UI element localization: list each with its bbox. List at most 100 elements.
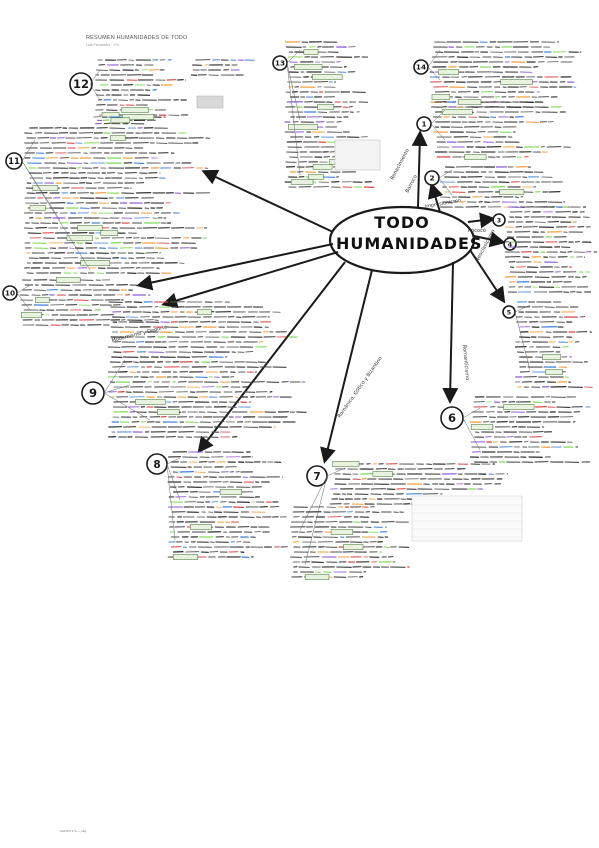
keyword-box: [372, 471, 393, 477]
branch-label: Impresionismo: [424, 198, 461, 210]
keyword-box: [100, 230, 119, 236]
keyword-box: [464, 154, 487, 160]
central-ellipse: [328, 205, 476, 275]
topic-node: 6: [440, 406, 464, 430]
keyword-box: [66, 235, 93, 241]
keyword-box: [190, 524, 212, 530]
connector-line: [430, 123, 446, 141]
connector-line: [304, 475, 328, 566]
topic-node: 3: [492, 213, 506, 227]
keyword-box: [293, 64, 323, 70]
branch-arrow: [320, 269, 373, 464]
connector-line: [103, 384, 131, 394]
topic-node: 12: [69, 72, 93, 96]
topic-node: 2: [424, 170, 440, 186]
topic-number: 14: [416, 63, 426, 72]
branch-label: Rococó: [468, 227, 486, 234]
keyword-box: [499, 189, 525, 195]
connector-line: [514, 311, 531, 371]
notes-cluster: [514, 301, 593, 388]
keyword-box: [290, 179, 314, 185]
keyword-box: [545, 369, 563, 375]
keyword-box: [288, 124, 318, 130]
keyword-box: [542, 354, 562, 360]
keyword-box: [219, 489, 242, 495]
branch-arrow: [442, 261, 459, 404]
topic-number: 4: [508, 241, 513, 248]
connector-line: [286, 49, 301, 64]
keyword-box: [303, 49, 319, 55]
connector-line: [21, 139, 36, 162]
notes-cluster: [429, 41, 582, 108]
connector-line: [16, 284, 31, 294]
connector-line: [299, 475, 328, 531]
connector-line: [16, 292, 31, 311]
keyword-box: [332, 461, 360, 467]
branch-arrow: [469, 249, 506, 304]
connector-line: [103, 392, 151, 421]
branch-arrow: [427, 182, 444, 213]
connector-line: [166, 463, 181, 501]
topic-node: 4: [503, 237, 517, 251]
topic-circle: [69, 72, 93, 96]
topic-node: 5: [502, 305, 516, 319]
branch-label: Romanticismo: [461, 345, 470, 381]
topic-node: 7: [306, 465, 328, 487]
embedded-table: [334, 139, 381, 171]
notes-cluster: [190, 59, 255, 76]
connector-line: [462, 417, 481, 451]
connector-line: [21, 160, 91, 271]
notes-cluster: [95, 59, 189, 118]
connector-line: [326, 467, 346, 477]
notes-cluster: [469, 396, 591, 463]
topic-number: 3: [497, 217, 501, 224]
notes-cluster: [439, 166, 586, 208]
notes-cluster: [93, 114, 166, 125]
topic-node: 13: [272, 55, 288, 71]
keyword-box: [32, 185, 59, 191]
keyword-box: [29, 205, 46, 211]
branch-arrow: [467, 212, 496, 229]
keyword-box: [470, 424, 494, 430]
branch-arrow: [201, 169, 334, 233]
connector-line: [286, 62, 301, 176]
central-topic: TODO HUMANIDADES: [336, 212, 481, 254]
topic-number: 2: [429, 174, 434, 183]
keyword-box: [312, 74, 343, 80]
document-footer: GRUPO 1ºA — pág: [60, 829, 87, 833]
notes-cluster: [167, 451, 288, 560]
notes-cluster: [504, 206, 598, 294]
topic-number: 6: [448, 411, 456, 425]
connector-line: [514, 304, 531, 313]
notes-cluster: [432, 99, 571, 160]
connector-line: [103, 359, 126, 394]
branch-label: Renacimiento: [389, 148, 410, 181]
topic-number: 10: [5, 289, 15, 298]
topic-number: 12: [73, 77, 89, 91]
topic-number: 7: [313, 471, 320, 483]
embedded-image: [196, 95, 224, 109]
keyword-box: [343, 544, 364, 550]
topic-number: 5: [507, 309, 511, 316]
connector-line: [427, 49, 441, 68]
topic-node: 14: [413, 59, 429, 75]
connector-line: [462, 407, 481, 419]
keyword-box: [503, 404, 535, 410]
branch-arrow: [473, 231, 506, 248]
keyword-box: [431, 94, 451, 100]
keyword-box: [458, 99, 482, 105]
topic-node: 1: [416, 116, 432, 132]
embedded-table: [411, 495, 523, 542]
notes-cluster: [23, 126, 211, 275]
connector-line: [166, 457, 181, 465]
keyword-box: [56, 277, 81, 283]
keyword-box: [500, 79, 533, 85]
connector-line: [438, 169, 453, 179]
keyword-box: [312, 164, 333, 170]
topic-node: 10: [2, 285, 18, 301]
keyword-box: [304, 574, 330, 580]
document-subtitle: Lola Fernández · 1ºA: [86, 43, 119, 47]
connector-line: [286, 62, 301, 121]
keyword-box: [110, 117, 131, 124]
topic-number: 13: [275, 59, 285, 68]
